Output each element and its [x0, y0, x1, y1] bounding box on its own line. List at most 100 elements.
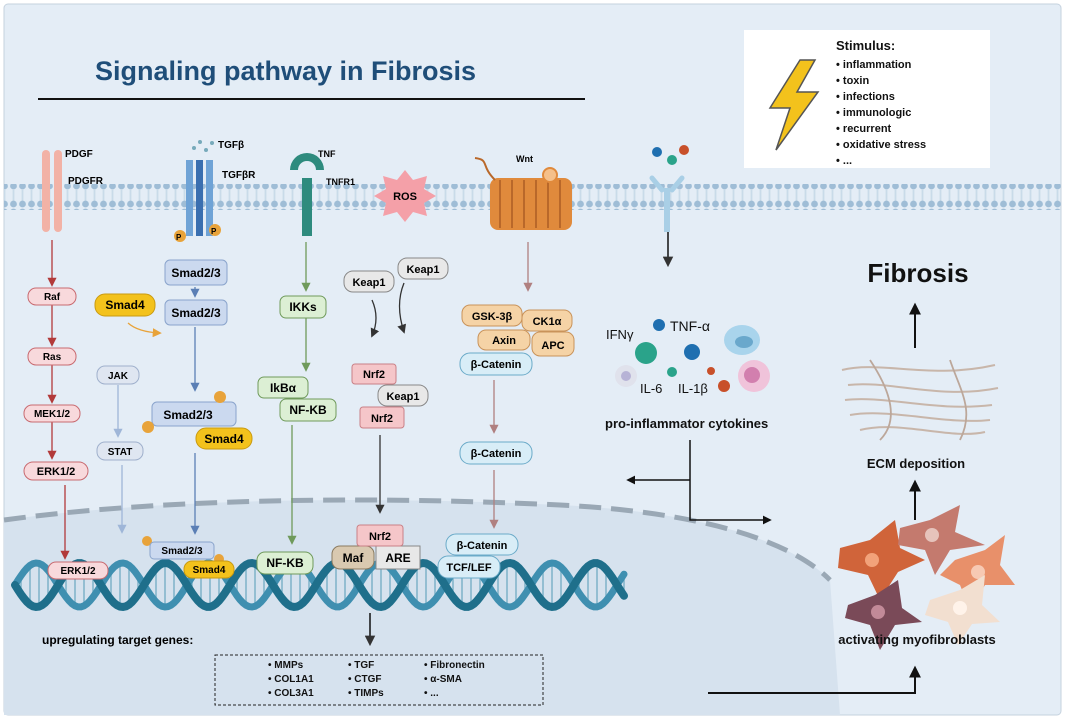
- target-gene: • MMPs: [268, 660, 304, 671]
- nrf2-nuclear-label: Nrf2: [369, 531, 391, 543]
- stat-label: STAT: [108, 447, 133, 458]
- target-gene: • ...: [424, 688, 439, 699]
- target-gene: • TIMPs: [348, 688, 384, 699]
- mek-node: [23, 404, 81, 423]
- keap1-node: [397, 257, 449, 280]
- phospho-label: P: [176, 233, 182, 242]
- il6-label: IL-6: [640, 381, 662, 396]
- smad23-nuclear-label: Smad2/3: [161, 546, 203, 557]
- keap1-label: Keap1: [352, 277, 385, 289]
- raf-node: [27, 287, 77, 306]
- smad23-node: [164, 259, 228, 286]
- smad4-label: Smad4: [105, 298, 145, 312]
- ikks-label: IKKs: [289, 300, 317, 314]
- axin-node: [477, 329, 531, 351]
- dna-strand: [11, 558, 628, 612]
- nfkb-nuclear-label: NF-KB: [266, 556, 304, 570]
- nrf2-label: Nrf2: [363, 369, 385, 381]
- erk-node: [23, 461, 89, 481]
- bcatenin-label: β-Catenin: [471, 448, 522, 460]
- erk-label: ERK1/2: [37, 466, 76, 478]
- gsk3b-label: GSK-3β: [472, 311, 513, 323]
- ecm-deposition-label: ECM deposition: [867, 456, 965, 471]
- myofibroblasts-icon: [838, 505, 1015, 650]
- nrf2-nuclear-node: [356, 524, 404, 547]
- smad23-label: Smad2/3: [163, 408, 213, 422]
- smad4-label: Smad4: [204, 432, 244, 446]
- wnt-receptor: [474, 157, 572, 230]
- pdgf-label: PDGF: [65, 149, 93, 160]
- tnfa-label: TNF-α: [670, 318, 710, 334]
- pathway-arrows: [47, 232, 921, 694]
- erk-nuclear-node: [47, 561, 109, 580]
- tnf-label: TNF: [318, 149, 336, 159]
- stimulus-item: • ...: [836, 155, 852, 167]
- target-genes-list: • MMPs • COL1A1 • COL3A1 • TGF • CTGF • TIMPs…: [268, 660, 485, 699]
- ros-burst: [374, 170, 436, 222]
- tgfbr-receptor: [174, 140, 221, 242]
- stimulus-heading: Stimulus:: [836, 38, 895, 53]
- ros-label: ROS: [393, 191, 417, 203]
- cytokine-cluster: [615, 319, 770, 392]
- ifng-label: IFNγ: [606, 327, 634, 342]
- lightning-icon: [768, 59, 820, 151]
- ras-node: [27, 347, 77, 366]
- dna-strand: [11, 559, 628, 611]
- il1b-label: IL-1β: [678, 381, 708, 396]
- tnfr1-receptor: [290, 153, 324, 236]
- jak-node: [96, 365, 140, 385]
- bcatenin-node: [459, 441, 533, 465]
- ck1a-node: [521, 309, 573, 332]
- stat-node: [96, 441, 144, 461]
- nfkb-label: NF-KB: [289, 403, 327, 417]
- page-title: Signaling pathway in Fibrosis: [95, 56, 476, 86]
- jak-label: JAK: [108, 371, 129, 382]
- target-gene: • CTGF: [348, 674, 382, 685]
- fibrosis-label: Fibrosis: [867, 258, 968, 288]
- nfkb-node: [279, 398, 337, 422]
- smad4-nuclear-label: Smad4: [193, 565, 226, 576]
- cytokines-caption: pro-inflammator cytokines: [605, 416, 768, 431]
- maf-node: [331, 545, 375, 570]
- stimulus-item: • recurrent: [836, 123, 892, 135]
- tnfr1-label: TNFR1: [326, 177, 355, 187]
- target-gene: • α-SMA: [424, 674, 462, 685]
- axin-label: Axin: [492, 335, 516, 347]
- smad4-complex-node: [195, 427, 253, 450]
- nfkb-nuclear-node: [256, 551, 314, 575]
- smad23-label: Smad2/3: [171, 306, 221, 320]
- keap1-node: [343, 270, 395, 293]
- target-gene: • COL1A1: [268, 674, 314, 685]
- apc-label: APC: [541, 340, 564, 352]
- bcatenin-node: [459, 352, 533, 376]
- tgfbr-label: TGFβR: [222, 170, 256, 181]
- ck1a-label: CK1α: [533, 316, 562, 328]
- ikba-node: [257, 376, 309, 399]
- target-gene: • TGF: [348, 660, 374, 671]
- bcatenin-nuclear-node: [445, 533, 519, 556]
- phospho-label: P: [211, 227, 217, 236]
- smad23-node: [164, 299, 228, 326]
- stimulus-item: • inflammation: [836, 59, 912, 71]
- keap1-label: Keap1: [406, 264, 439, 276]
- smad4-node: [94, 293, 156, 317]
- mek-label: MEK1/2: [34, 409, 71, 420]
- nrf2-node: [359, 406, 405, 429]
- ikba-label: IkBα: [270, 381, 297, 395]
- smad23-complex-node: [151, 401, 237, 427]
- nrf2-node: [351, 363, 397, 385]
- target-gene: • COL3A1: [268, 688, 314, 699]
- phospho-icon: [142, 536, 152, 546]
- pdgfr-receptor: [42, 150, 62, 232]
- target-gene: • Fibronectin: [424, 660, 485, 671]
- tgfb-label: TGFβ: [218, 140, 244, 151]
- tcf-lef-label: TCF/LEF: [446, 562, 491, 574]
- target-genes-box: [214, 654, 544, 706]
- bcatenin-label: β-Catenin: [471, 359, 522, 371]
- smad23-label: Smad2/3: [171, 266, 221, 280]
- nrf2-label: Nrf2: [371, 413, 393, 425]
- are-label: ARE: [385, 551, 410, 565]
- stimulus-item: • immunologic: [836, 107, 911, 119]
